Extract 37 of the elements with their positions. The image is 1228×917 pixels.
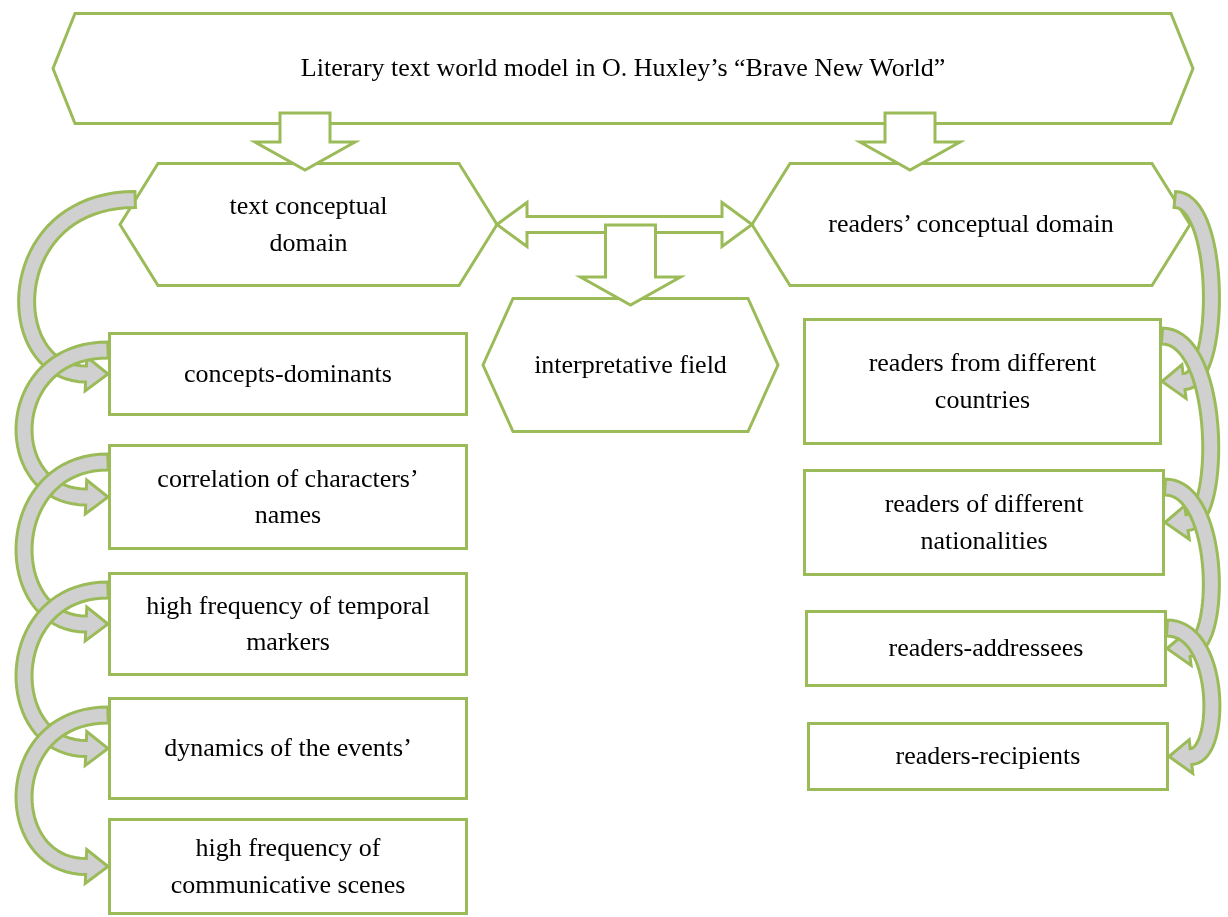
process-box	[805, 610, 1167, 687]
process-box	[108, 697, 468, 800]
curved-arrow	[14, 705, 111, 887]
process-box	[108, 572, 468, 676]
double-block-arrow	[494, 199, 755, 250]
hexagon-box	[120, 162, 497, 287]
process-box	[108, 332, 468, 416]
node-label: readers-addressees	[888, 632, 1084, 665]
curved-arrow	[14, 452, 111, 645]
node-label: Literary text world model in O. Huxley’s “Brave New World”	[300, 52, 946, 85]
process-box	[803, 318, 1162, 445]
curved-arrow	[1164, 618, 1222, 777]
block-arrow	[249, 111, 361, 172]
hexagon-box	[752, 162, 1190, 287]
curved-arrow	[14, 340, 111, 518]
node-label: concepts-dominants	[184, 357, 392, 390]
process-box	[108, 444, 468, 550]
node-label: text conceptual domain	[228, 190, 389, 259]
node-label: interpretative field	[534, 348, 727, 381]
node-label: readers-recipients	[895, 740, 1081, 773]
hexagon-box	[483, 297, 778, 433]
process-box	[803, 469, 1165, 576]
process-box	[108, 818, 468, 915]
block-arrow	[574, 223, 687, 307]
node-label: dynamics of the events’	[164, 732, 412, 765]
curved-arrow	[17, 189, 137, 395]
node-label: readers’ conceptual domain	[828, 208, 1114, 241]
node-label: correlation of characters’ names	[156, 462, 420, 531]
process-box	[807, 722, 1169, 791]
curved-arrow	[1159, 189, 1221, 402]
node-label: high frequency of temporal markers	[145, 589, 431, 658]
node-label: readers from different countries	[867, 347, 1098, 416]
node-label: readers of different nationalities	[883, 488, 1085, 557]
node-label: high frequency of communicative scenes	[169, 832, 407, 901]
block-arrow	[854, 111, 966, 172]
curved-arrow	[1159, 326, 1221, 543]
curved-arrow	[14, 580, 111, 769]
